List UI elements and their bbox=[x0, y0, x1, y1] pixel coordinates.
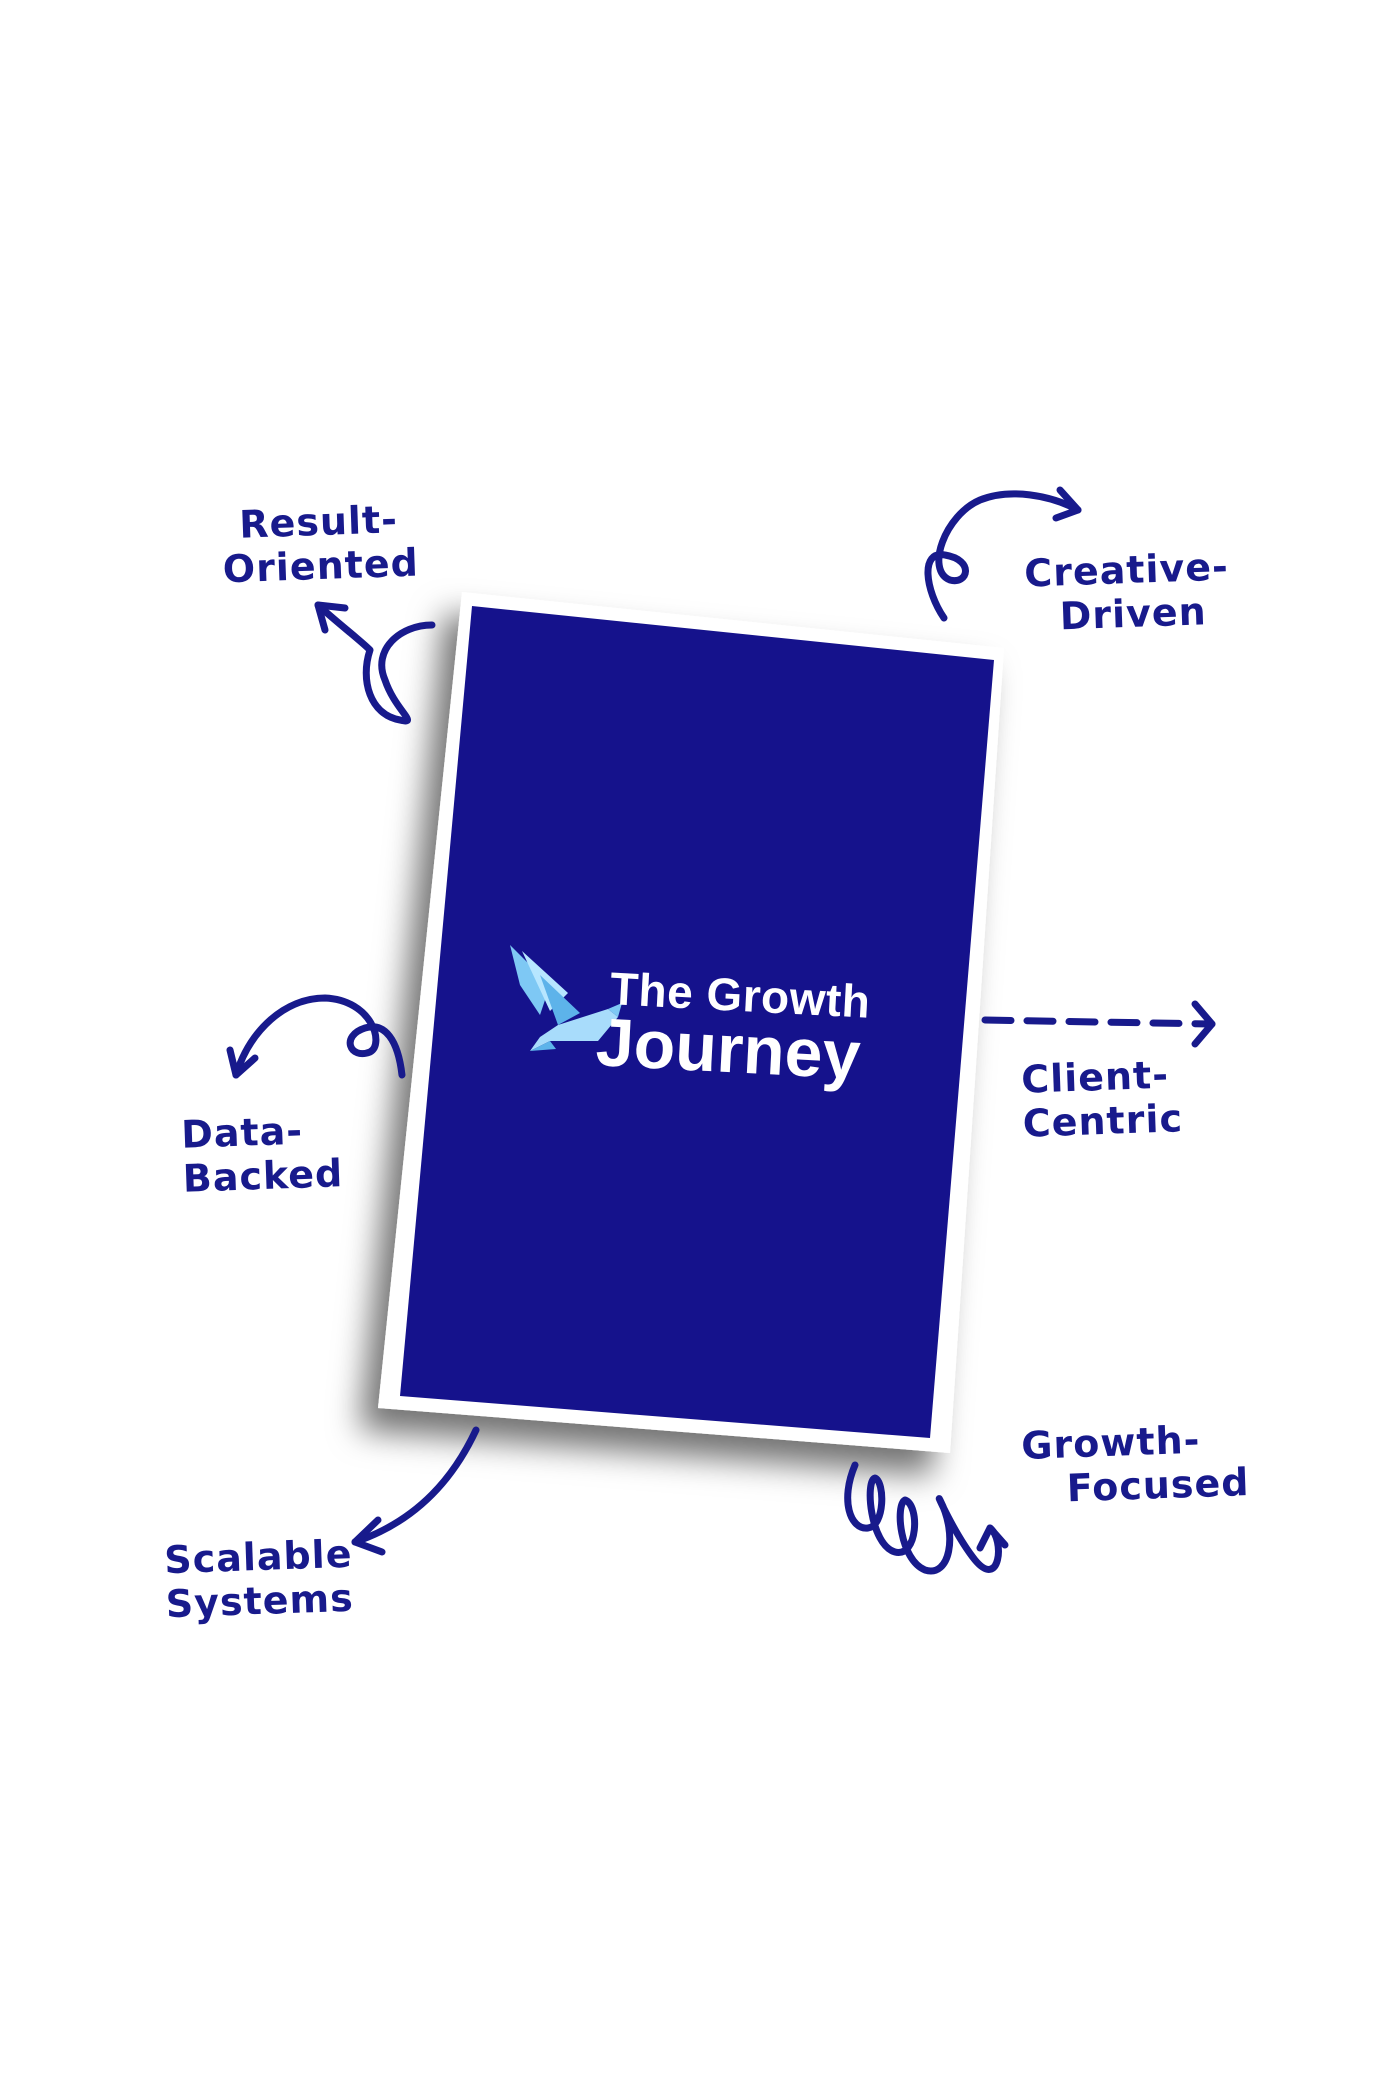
card-panel bbox=[400, 606, 994, 1438]
label-line: Focused bbox=[1066, 1460, 1251, 1511]
creative-driven-arrow-icon bbox=[924, 486, 1082, 622]
label-growth-focused: Growth- Focused bbox=[1021, 1416, 1251, 1512]
bird-icon bbox=[510, 945, 622, 1051]
label-line: Client- bbox=[1020, 1052, 1170, 1102]
label-creative-driven: Creative- Driven bbox=[1024, 544, 1232, 639]
label-line: Driven bbox=[1059, 589, 1208, 639]
label-result-oriented: Result- Oriented bbox=[221, 497, 420, 592]
label-line: Growth- bbox=[1020, 1417, 1202, 1468]
growth-focused-arrow-icon bbox=[844, 1461, 1009, 1575]
client-centric-arrow-icon bbox=[981, 1000, 1216, 1048]
label-line: Creative- bbox=[1023, 544, 1230, 596]
label-data-backed: Data- Backed bbox=[181, 1107, 344, 1201]
label-scalable-systems: Scalable Systems bbox=[164, 1532, 355, 1627]
label-line: Result- bbox=[238, 497, 399, 547]
label-line: Systems bbox=[165, 1575, 355, 1627]
label-line: Data- bbox=[180, 1108, 304, 1157]
label-line: Oriented bbox=[222, 540, 420, 592]
label-line: Scalable bbox=[163, 1531, 354, 1583]
label-line: Backed bbox=[182, 1151, 344, 1201]
scalable-systems-arrow-icon bbox=[351, 1426, 480, 1556]
data-backed-arrow-icon bbox=[226, 994, 406, 1079]
result-oriented-arrow-icon bbox=[314, 601, 436, 725]
label-client-centric: Client- Centric bbox=[1021, 1052, 1184, 1146]
label-line: Centric bbox=[1022, 1096, 1184, 1146]
